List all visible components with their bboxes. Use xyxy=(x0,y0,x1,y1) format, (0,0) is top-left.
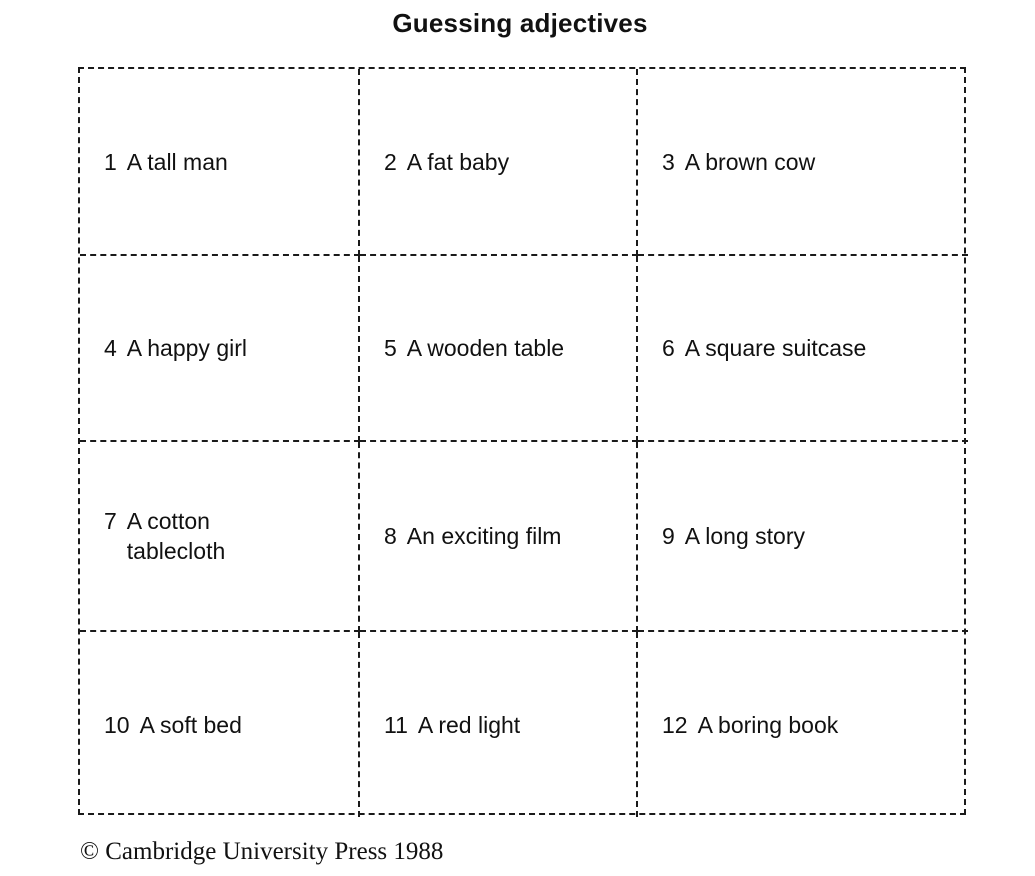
page-title: Guessing adjectives xyxy=(392,8,648,38)
card-phrase: A red light xyxy=(417,711,521,738)
card-phrase: An exciting film xyxy=(406,523,562,549)
card-11: 11 A red light xyxy=(360,632,638,817)
card-number: 1 xyxy=(104,148,117,175)
card-6: 6 A square suitcase xyxy=(638,256,968,442)
card-phrase: A happy girl xyxy=(126,335,247,361)
card-content: 6 A square suitcase xyxy=(662,333,866,363)
card-number: 12 xyxy=(662,711,688,738)
card-phrase: A cotton tablecloth xyxy=(126,508,226,564)
card-content: 7 A cotton tablecloth xyxy=(104,506,257,566)
card-phrase: A soft bed xyxy=(139,711,242,738)
card-number: 4 xyxy=(104,335,117,361)
card-number: 10 xyxy=(104,711,130,738)
card-number: 9 xyxy=(662,523,675,549)
card-content: 11 A red light xyxy=(384,710,520,740)
card-content: 8 An exciting film xyxy=(384,521,561,551)
card-content: 9 A long story xyxy=(662,521,805,551)
card-phrase: A long story xyxy=(684,523,805,549)
card-phrase: A brown cow xyxy=(684,148,816,175)
card-10: 10 A soft bed xyxy=(80,632,360,817)
card-number: 5 xyxy=(384,335,397,361)
copyright-notice: © Cambridge University Press 1988 xyxy=(80,838,444,865)
card-9: 9 A long story xyxy=(638,442,968,632)
card-1: 1 A tall man xyxy=(80,69,360,256)
card-content: 10 A soft bed xyxy=(104,710,242,740)
card-phrase: A boring book xyxy=(697,711,839,738)
card-5: 5 A wooden table xyxy=(360,256,638,442)
card-number: 7 xyxy=(104,508,117,534)
card-number: 11 xyxy=(384,711,408,738)
card-12: 12 A boring book xyxy=(638,632,968,817)
card-7: 7 A cotton tablecloth xyxy=(80,442,360,632)
card-4: 4 A happy girl xyxy=(80,256,360,442)
card-content: 12 A boring book xyxy=(662,710,838,740)
card-phrase: A square suitcase xyxy=(684,335,867,361)
card-2: 2 A fat baby xyxy=(360,69,638,256)
card-phrase: A wooden table xyxy=(406,335,565,361)
card-number: 3 xyxy=(662,148,675,175)
card-number: 2 xyxy=(384,148,397,175)
card-content: 2 A fat baby xyxy=(384,147,509,177)
card-content: 1 A tall man xyxy=(104,147,228,177)
card-content: 3 A brown cow xyxy=(662,147,815,177)
card-number: 6 xyxy=(662,335,675,361)
card-number: 8 xyxy=(384,523,397,549)
card-phrase: A fat baby xyxy=(406,148,510,175)
card-content: 5 A wooden table xyxy=(384,333,564,363)
card-phrase: A tall man xyxy=(126,148,228,175)
card-grid: 1 A tall man 2 A fat baby 3 A brown cow … xyxy=(78,67,968,817)
card-3: 3 A brown cow xyxy=(638,69,968,256)
card-content: 4 A happy girl xyxy=(104,333,247,363)
card-8: 8 An exciting film xyxy=(360,442,638,632)
